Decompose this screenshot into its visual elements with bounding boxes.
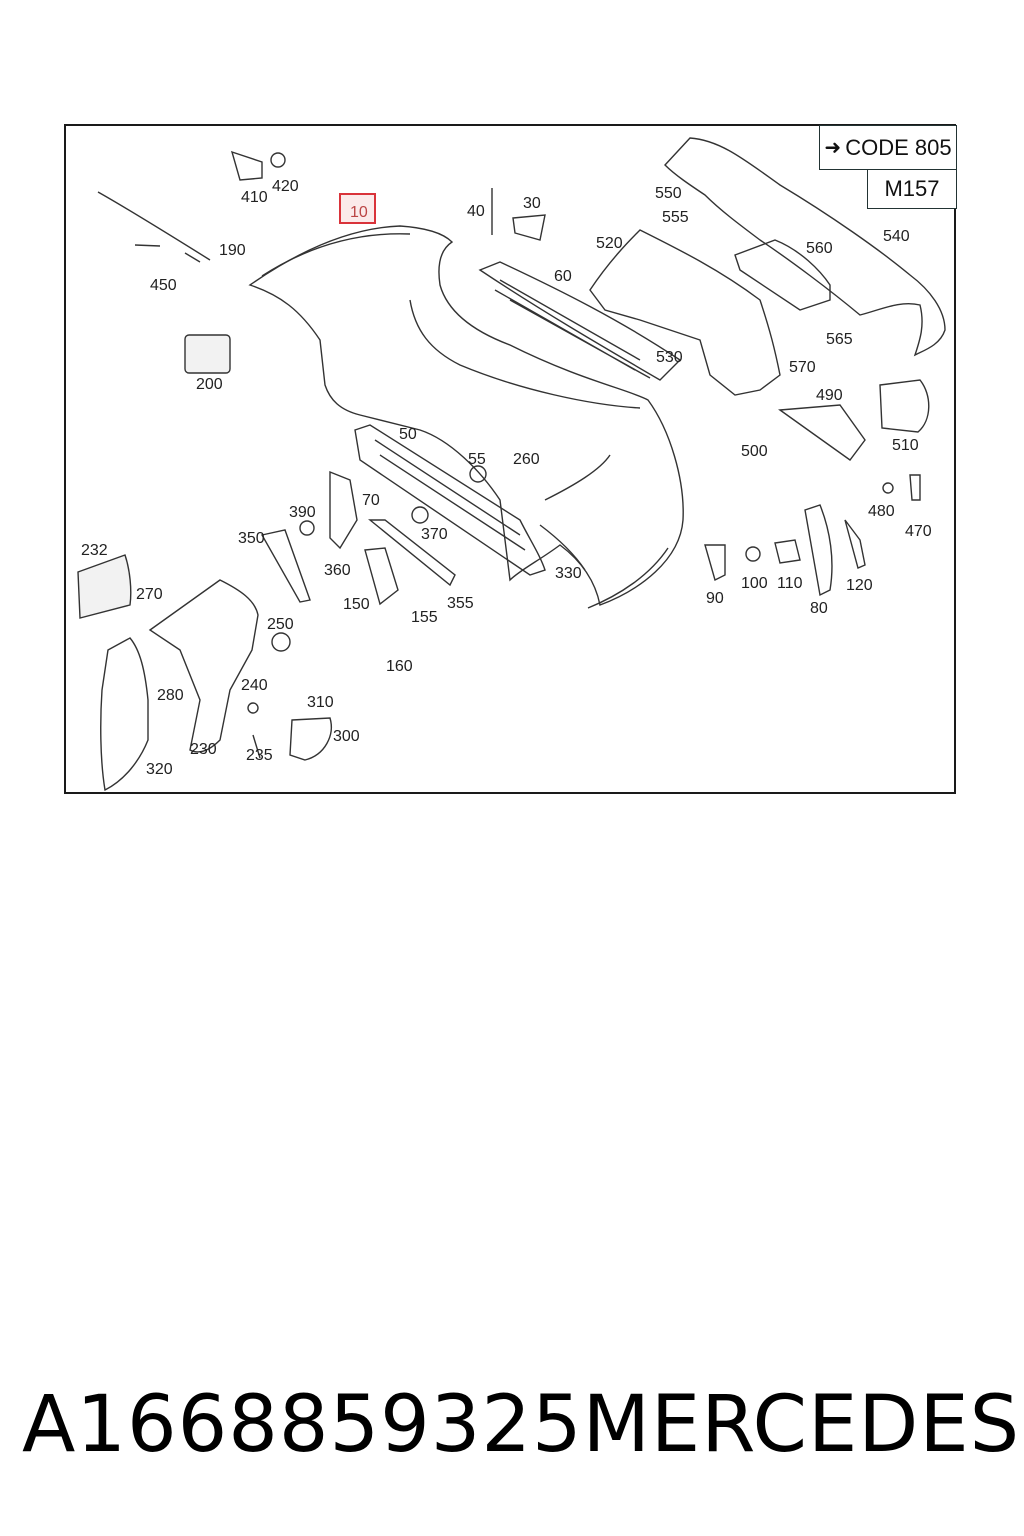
callout-520[interactable]: 520 <box>596 235 623 252</box>
callout-360[interactable]: 360 <box>324 562 351 579</box>
highlight-box-part-10 <box>339 193 376 224</box>
callout-10[interactable]: 10 <box>350 204 368 221</box>
model-box: M157 <box>867 169 957 209</box>
callout-370[interactable]: 370 <box>421 526 448 543</box>
callout-55[interactable]: 55 <box>468 451 486 468</box>
callout-50[interactable]: 50 <box>399 426 417 443</box>
harness-drawing <box>97 191 211 263</box>
flap-drawing <box>184 334 231 374</box>
callout-450[interactable]: 450 <box>150 277 177 294</box>
diffuser-trim-drawing <box>478 261 682 381</box>
callout-90[interactable]: 90 <box>706 590 724 607</box>
code-805-box: ➜ CODE 805 <box>819 125 957 170</box>
arrow-right-icon: ➜ <box>824 137 842 159</box>
callout-300[interactable]: 300 <box>333 728 360 745</box>
callout-320[interactable]: 320 <box>146 761 173 778</box>
callout-260[interactable]: 260 <box>513 451 540 468</box>
callout-30[interactable]: 30 <box>523 195 541 212</box>
callout-480[interactable]: 480 <box>868 503 895 520</box>
callout-355[interactable]: 355 <box>447 595 474 612</box>
callout-40[interactable]: 40 <box>467 203 485 220</box>
callout-230[interactable]: 230 <box>190 741 217 758</box>
callout-410[interactable]: 410 <box>241 189 268 206</box>
bumper-cover-drawing <box>248 225 684 609</box>
callout-390[interactable]: 390 <box>289 504 316 521</box>
callout-560[interactable]: 560 <box>806 240 833 257</box>
callout-70[interactable]: 70 <box>362 492 380 509</box>
callout-530[interactable]: 530 <box>656 349 683 366</box>
callout-490[interactable]: 490 <box>816 387 843 404</box>
sensor-drawing <box>230 150 286 181</box>
callout-80[interactable]: 80 <box>810 600 828 617</box>
callout-555[interactable]: 555 <box>662 209 689 226</box>
callout-120[interactable]: 120 <box>846 577 873 594</box>
plate-drawing <box>77 554 132 619</box>
part-number: A1668859325 <box>22 1380 583 1470</box>
small-parts-drawing <box>247 188 930 761</box>
callout-330[interactable]: 330 <box>555 565 582 582</box>
callout-550[interactable]: 550 <box>655 185 682 202</box>
callout-160[interactable]: 160 <box>386 658 413 675</box>
callout-155[interactable]: 155 <box>411 609 438 626</box>
absorber-rail-drawing <box>354 424 546 576</box>
callout-280[interactable]: 280 <box>157 687 184 704</box>
mudguard-drawing <box>100 637 149 792</box>
model-label: M157 <box>884 176 940 201</box>
side-bracket-drawing <box>148 579 259 753</box>
code-label: CODE 805 <box>845 134 952 160</box>
callout-310[interactable]: 310 <box>307 694 334 711</box>
callout-150[interactable]: 150 <box>343 596 370 613</box>
callout-565[interactable]: 565 <box>826 331 853 348</box>
callout-190[interactable]: 190 <box>219 242 246 259</box>
callout-500[interactable]: 500 <box>741 443 768 460</box>
callout-235[interactable]: 235 <box>246 747 273 764</box>
callout-270[interactable]: 270 <box>136 586 163 603</box>
callout-110[interactable]: 110 <box>777 575 803 592</box>
brand-name: MERCEDES <box>582 1380 1021 1470</box>
callout-570[interactable]: 570 <box>789 359 816 376</box>
callout-200[interactable]: 200 <box>196 376 223 393</box>
callout-100[interactable]: 100 <box>741 575 768 592</box>
callout-470[interactable]: 470 <box>905 523 932 540</box>
rear-diffuser-drawing <box>664 137 946 357</box>
callout-350[interactable]: 350 <box>238 530 265 547</box>
diagram-frame <box>64 124 956 794</box>
callout-540[interactable]: 540 <box>883 228 910 245</box>
callout-250[interactable]: 250 <box>267 616 294 633</box>
callout-60[interactable]: 60 <box>554 268 572 285</box>
footer-caption: A1668859325 MERCEDES <box>0 1370 1024 1480</box>
callout-420[interactable]: 420 <box>272 178 299 195</box>
callout-232[interactable]: 232 <box>81 542 108 559</box>
callout-510[interactable]: 510 <box>892 437 919 454</box>
callout-240[interactable]: 240 <box>241 677 268 694</box>
upper-trim-drawing <box>589 229 781 396</box>
